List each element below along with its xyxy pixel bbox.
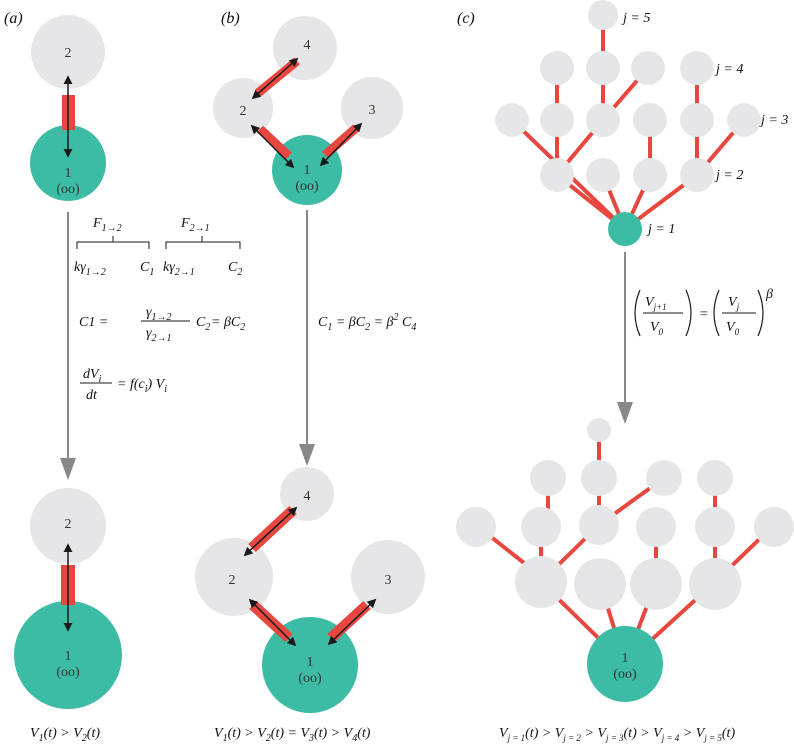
svg-text:dVi: dVi bbox=[83, 367, 102, 385]
panel-label-a: (a) bbox=[4, 10, 23, 27]
svg-text:V0: V0 bbox=[726, 320, 740, 337]
panel-a-bottom: 2 1 (oo) bbox=[14, 488, 122, 709]
tree-nodes bbox=[495, 0, 761, 192]
svg-text:= f(ci) Vi: = f(ci) Vi bbox=[117, 377, 167, 395]
svg-text:Vj: Vj bbox=[728, 295, 740, 312]
svg-text:=: = bbox=[700, 307, 708, 322]
svg-text:= βC2: = βC2 bbox=[211, 315, 245, 333]
panel-a-top: 2 1 (oo) bbox=[30, 15, 106, 201]
equation-b: C1 = βC2 = β2 C4 bbox=[318, 312, 416, 333]
exchange-arrow bbox=[250, 124, 295, 169]
arrow-head bbox=[617, 402, 633, 424]
exchange-arrow bbox=[251, 57, 299, 100]
panel-b-bottom: 4 2 3 1 (oo) bbox=[195, 467, 425, 713]
node-label: 1 bbox=[65, 649, 72, 664]
node-label: 1 bbox=[304, 163, 311, 178]
svg-text:C2: C2 bbox=[196, 315, 210, 333]
node-label: 4 bbox=[304, 38, 311, 53]
node-2 bbox=[31, 15, 105, 89]
node-label: 3 bbox=[385, 573, 392, 588]
svg-text:kγ2→1: kγ2→1 bbox=[163, 260, 195, 278]
panel-c-top: j = 5 j = 4 j = 3 j = 2 j = 1 bbox=[495, 0, 788, 246]
node-2 bbox=[195, 538, 273, 616]
svg-text:C1 =: C1 = bbox=[79, 315, 108, 330]
exchange-arrow bbox=[327, 598, 377, 646]
level-label-j2: j = 2 bbox=[714, 168, 743, 183]
root-node bbox=[608, 212, 642, 246]
arrow-head bbox=[60, 458, 76, 480]
node-2 bbox=[30, 488, 106, 564]
svg-text:β: β bbox=[765, 287, 773, 302]
panel-label-b: (b) bbox=[221, 10, 240, 27]
node-label: (oo) bbox=[56, 182, 80, 197]
node-label: (oo) bbox=[613, 667, 637, 682]
node-label: 1 bbox=[622, 651, 629, 666]
svg-text:γ2→1: γ2→1 bbox=[146, 326, 172, 344]
level-label-j5: j = 5 bbox=[621, 11, 650, 26]
panel-label-c: (c) bbox=[457, 10, 475, 27]
level-label-j1: j = 1 bbox=[646, 222, 675, 237]
node-label: 2 bbox=[240, 104, 247, 119]
node-label: 2 bbox=[65, 517, 72, 532]
node-label: 3 bbox=[369, 103, 376, 118]
node-label: 4 bbox=[304, 489, 311, 504]
node-label: 1 bbox=[65, 166, 72, 181]
node-3 bbox=[351, 540, 425, 614]
node-label: (oo) bbox=[298, 671, 322, 686]
tree-nodes bbox=[456, 418, 794, 610]
node-label: (oo) bbox=[56, 665, 80, 680]
node-1 bbox=[14, 601, 122, 709]
svg-text:dt: dt bbox=[86, 388, 98, 403]
node-1 bbox=[30, 125, 106, 201]
node-label: 2 bbox=[65, 46, 72, 61]
level-label-j4: j = 4 bbox=[714, 62, 743, 77]
svg-text:γ1→2: γ1→2 bbox=[146, 305, 172, 323]
caption-c: Vj = 1(t) > Vj = 2 > Vj = 3(t) > Vj = 4 … bbox=[499, 726, 735, 743]
caption-b: V1(t) > V2(t) = V3(t) > V4(t) bbox=[214, 726, 371, 744]
arrow-head bbox=[299, 444, 315, 466]
svg-text:Vj+1: Vj+1 bbox=[645, 295, 667, 312]
equation-c: Vj+1 V0 = Vj V0 β bbox=[634, 287, 773, 337]
level-label-j3: j = 3 bbox=[759, 113, 788, 128]
bond bbox=[256, 125, 293, 160]
exchange-arrow bbox=[243, 506, 298, 557]
exchange-arrow bbox=[248, 598, 297, 647]
svg-text:F1→2: F1→2 bbox=[92, 216, 122, 234]
svg-text:kγ1→2: kγ1→2 bbox=[74, 260, 106, 278]
exchange-arrow bbox=[319, 122, 363, 167]
svg-text:C2: C2 bbox=[228, 260, 242, 278]
node-label: 2 bbox=[229, 573, 236, 588]
svg-text:V0: V0 bbox=[650, 320, 664, 337]
panel-b-top: 4 2 3 1 (oo) bbox=[213, 16, 403, 205]
node-label: (oo) bbox=[295, 179, 319, 194]
root-node bbox=[587, 626, 663, 702]
caption-a: V1(t) > V2(t) bbox=[30, 726, 100, 744]
svg-text:F2→1: F2→1 bbox=[180, 216, 210, 234]
panel-c-bottom: 1 (oo) bbox=[456, 418, 794, 702]
equations-a: F1→2 kγ1→2 C1 F2→1 kγ2→1 C2 C1 = γ1→2 γ2… bbox=[74, 216, 245, 403]
node-label: 1 bbox=[307, 655, 314, 670]
bond bbox=[327, 600, 371, 643]
svg-text:C1: C1 bbox=[140, 260, 154, 278]
bond bbox=[322, 124, 359, 159]
